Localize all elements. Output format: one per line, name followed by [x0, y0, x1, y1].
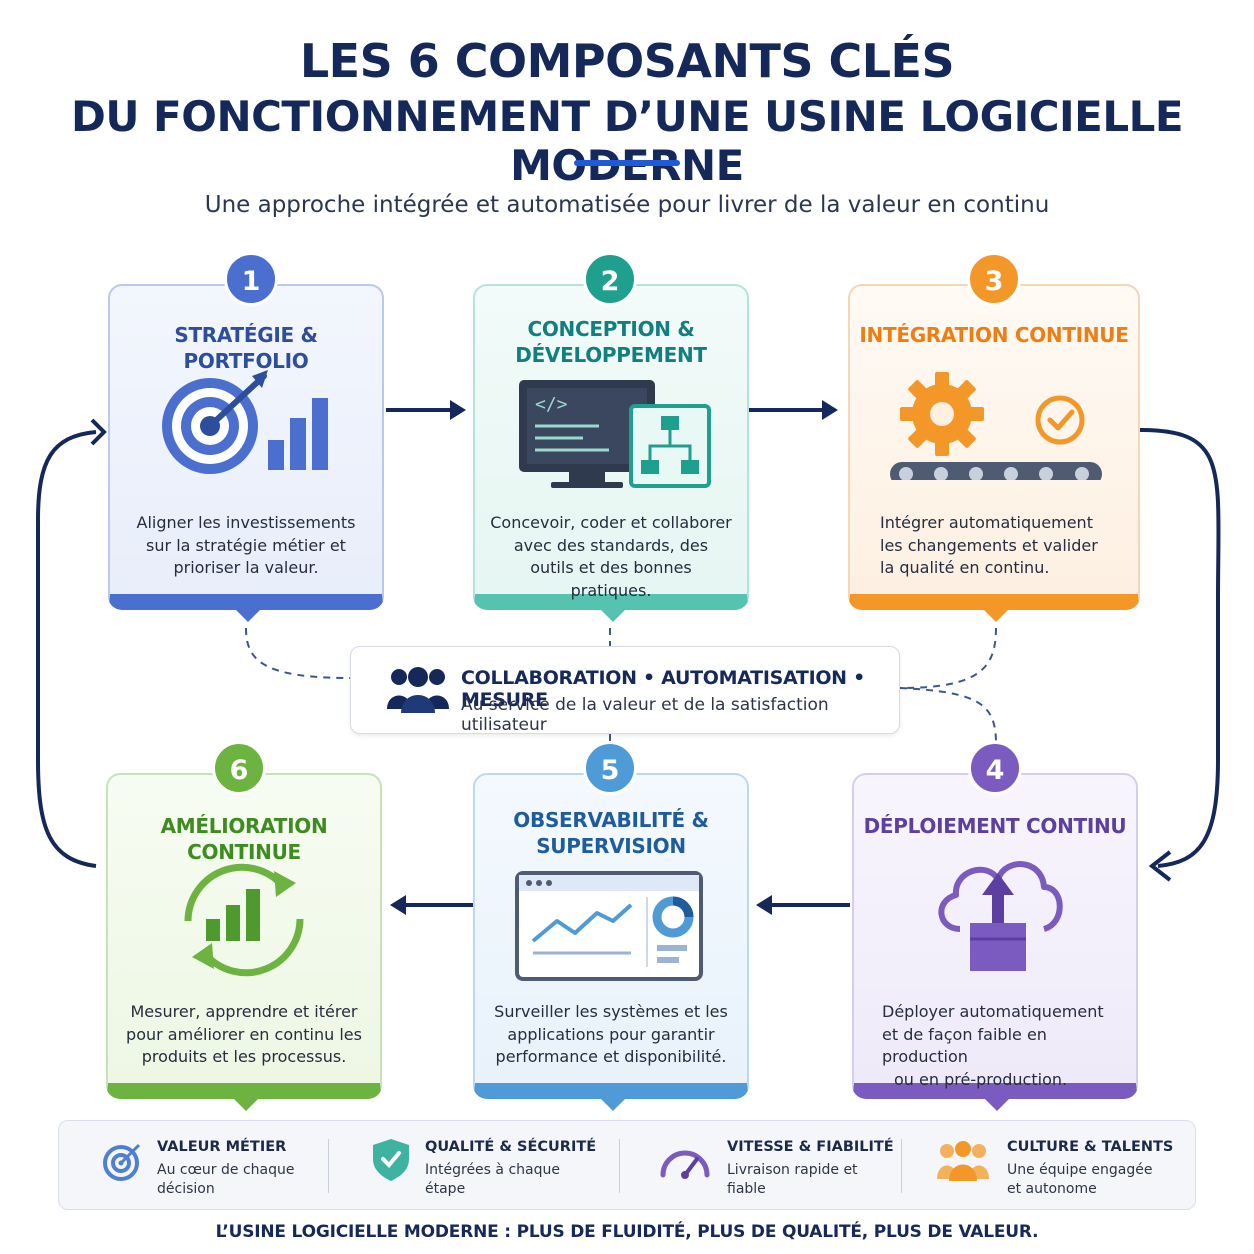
page-subtitle: Une approche intégrée et automatisée pou…: [204, 192, 1050, 218]
target-chart-icon: [162, 370, 328, 474]
component-title: CONCEPTION & DÉVELOPPEMENT: [515, 317, 707, 367]
component-badge-5: 5: [583, 741, 637, 795]
cycle-chart-icon: [184, 863, 304, 977]
team-icon: [387, 667, 449, 713]
title-underline: [574, 160, 680, 166]
component-title: AMÉLIORATION CONTINUE: [160, 814, 328, 864]
arrow-3-to-4: [1139, 428, 1221, 882]
component-badge-2: 2: [583, 252, 637, 306]
component-badge-4: 4: [968, 741, 1022, 795]
component-title: OBSERVABILITÉ & SUPERVISION: [513, 808, 709, 858]
component-title: INTÉGRATION CONTINUE: [859, 323, 1129, 347]
component-card-4: DÉPLOIEMENT CONTINU Déployer automatique…: [852, 773, 1138, 1111]
component-description: Aligner les investissements sur la strat…: [136, 513, 356, 577]
dashed-links: [245, 627, 997, 746]
component-card-1: STRATÉGIE & PORTFOLIO Aligner les invest…: [108, 284, 384, 622]
shield-check-icon: [373, 1139, 409, 1181]
svg-text:</>: </>: [535, 394, 568, 415]
arrow-1-to-2: [386, 400, 466, 420]
core-principles-subtitle: Au service de la valeur et de la satisfa…: [461, 695, 829, 735]
component-description: Déployer automatiquement et de façon fai…: [882, 1002, 1104, 1089]
footer-tagline: L’USINE LOGICIELLE MODERNE : PLUS DE FLU…: [215, 1222, 1039, 1242]
component-card-2: CONCEPTION & DÉVELOPPEMENT </> Concevoir…: [473, 284, 749, 622]
code-monitor-icon: </>: [519, 380, 711, 488]
component-badge-1: 1: [224, 252, 278, 306]
component-badge-3: 3: [967, 252, 1021, 306]
core-principles-box: COLLABORATION • AUTOMATISATION • MESURE …: [350, 646, 900, 735]
component-title: DÉPLOIEMENT CONTINU: [863, 814, 1127, 838]
component-card-6: AMÉLIORATION CONTINUE Mesurer, apprendre…: [106, 773, 382, 1111]
arrow-6-to-1: [36, 418, 107, 868]
component-card-5: OBSERVABILITÉ & SUPERVISION Surveiller l…: [473, 773, 749, 1111]
page-title: LES 6 COMPOSANTS CLÉS: [299, 34, 955, 88]
people-icon: [937, 1141, 989, 1181]
page-title-line-2: DU FONCTIONNEMENT D’UNE USINE LOGICIELLE…: [70, 92, 1184, 190]
speedometer-icon: [660, 1150, 710, 1179]
component-description: Surveiller les systèmes et les applicati…: [494, 1002, 728, 1066]
benefits-strip: VALEUR MÉTIER Au cœur de chaque décision…: [58, 1120, 1196, 1210]
gear-conveyor-icon: [890, 372, 1102, 480]
arrow-5-to-6: [390, 895, 474, 915]
component-badge-6: 6: [212, 741, 266, 795]
component-card-3: INTÉGRATION CONTINUE Intégrer automatiqu…: [848, 284, 1140, 622]
component-description: Concevoir, coder et collaborer avec des …: [490, 513, 732, 600]
component-title: STRATÉGIE & PORTFOLIO: [174, 323, 318, 373]
component-description: Intégrer automatiquement les changements…: [880, 513, 1098, 577]
cloud-upload-icon: [938, 861, 1063, 971]
arrow-2-to-3: [746, 400, 838, 420]
core-principles-title: COLLABORATION • AUTOMATISATION • MESURE: [461, 667, 865, 711]
arrow-4-to-5: [756, 895, 850, 915]
component-description: Mesurer, apprendre et itérer pour amélio…: [126, 1002, 362, 1066]
dashboard-icon: [515, 871, 703, 981]
target-icon: [103, 1143, 141, 1181]
